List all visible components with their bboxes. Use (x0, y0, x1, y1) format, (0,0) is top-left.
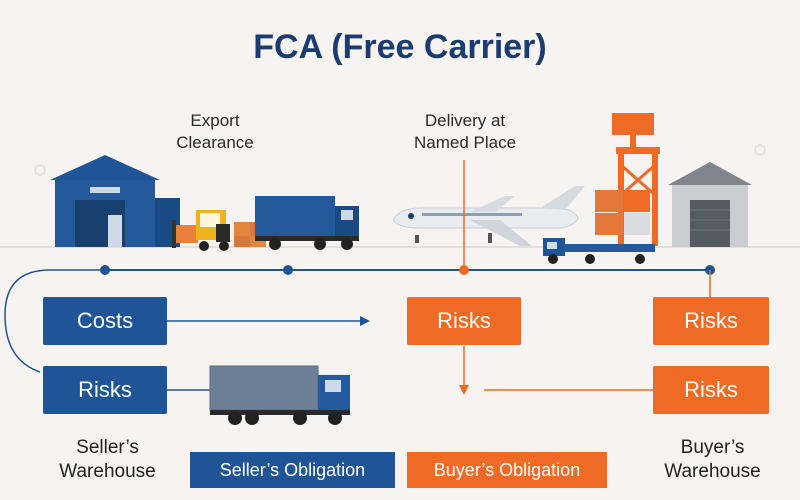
page-title: FCA (Free Carrier) (253, 28, 547, 66)
buyer-risks-top-box: Risks (653, 297, 769, 345)
seller-warehouse-icon (50, 155, 180, 247)
buyer-warehouse-icon (668, 162, 752, 247)
buyer-risks-bottom-box: Risks (653, 366, 769, 414)
decor-circle (754, 144, 766, 156)
label-line: Seller’s (76, 437, 139, 458)
legend-buyer-obligation: Buyer’s Obligation (407, 452, 607, 488)
caption-line: Named Place (413, 133, 517, 152)
airplane-icon (392, 186, 585, 246)
delivery-risks-box: Risks (407, 297, 521, 345)
label-line: Buyer’s (680, 437, 745, 458)
timeline-node-export (283, 265, 293, 275)
caption-line: Clearance (176, 133, 254, 152)
containers-icon (595, 190, 650, 235)
forklift-icon (172, 210, 230, 251)
costs-box: Costs (43, 297, 167, 345)
timeline (4, 160, 715, 373)
export-clearance-caption: Export Clearance (150, 110, 280, 154)
seller-risks-box: Risks (43, 366, 167, 414)
label-line: Warehouse (664, 461, 761, 482)
costs-arrow (167, 316, 370, 326)
timeline-node-seller (100, 265, 110, 275)
legend-seller-obligation: Seller’s Obligation (190, 452, 395, 488)
delivery-caption: Delivery at Named Place (395, 110, 535, 154)
truck-bottom-icon (209, 365, 350, 425)
decor-circle (34, 164, 46, 176)
caption-line: Delivery at (424, 111, 506, 130)
risk-transfer-arrow (459, 346, 653, 395)
truck-top-icon (255, 196, 359, 250)
buyer-warehouse-label: Buyer’s Warehouse (645, 436, 780, 484)
port-truck-icon (543, 238, 655, 264)
seller-warehouse-label: Seller’s Warehouse (40, 436, 175, 484)
caption-line: Export (190, 111, 240, 130)
label-line: Warehouse (59, 461, 156, 482)
